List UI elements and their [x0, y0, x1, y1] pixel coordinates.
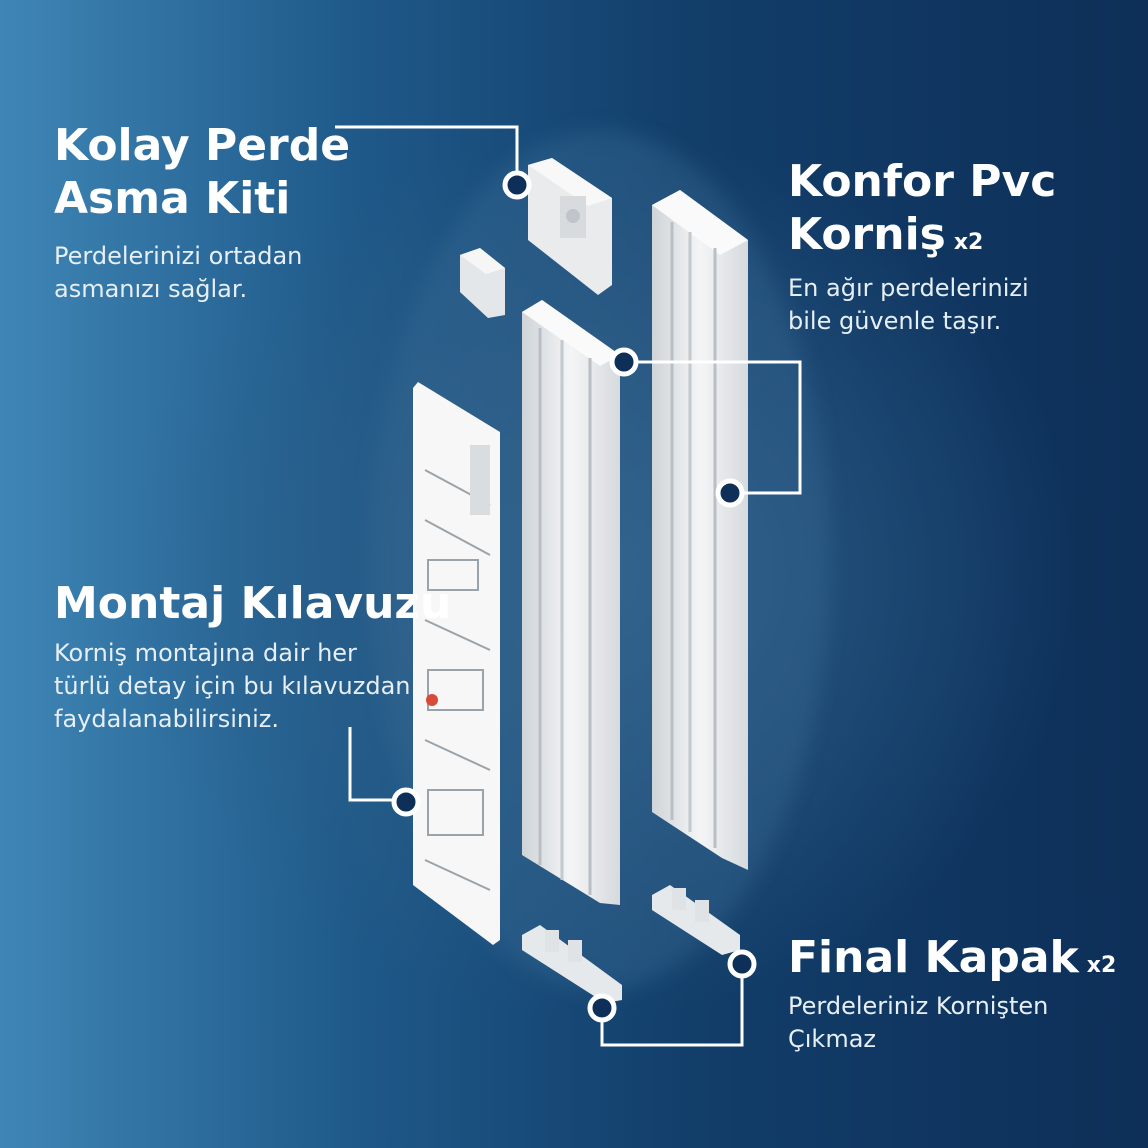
cap-desc-line1: Perdeleriniz Kornişten [788, 992, 1049, 1020]
rail-desc-line1: En ağır perdelerinizi [788, 274, 1029, 302]
guide-description: Korniş montajına dair her türlü detay iç… [54, 637, 411, 736]
guide-marker [391, 787, 421, 817]
cap-marker-right [727, 949, 757, 979]
kit-title: Kolay Perde Asma Kiti [54, 120, 350, 226]
cap-title: Final Kapak x2 [788, 932, 1116, 985]
guide-desc-line1: Korniş montajına dair her [54, 639, 357, 667]
callout-markers [391, 170, 757, 1023]
cap-quantity: x2 [1086, 953, 1117, 978]
cap-title-text: Final Kapak [788, 932, 1079, 983]
hanging-kit-clips [460, 158, 612, 318]
kit-desc-line2: asmanızı sağlar. [54, 275, 248, 303]
kit-desc-line1: Perdelerinizi ortadan [54, 242, 303, 270]
rail-description: En ağır perdelerinizi bile güvenle taşır… [788, 272, 1029, 338]
kit-title-line2: Asma Kiti [54, 172, 291, 224]
kit-marker [502, 170, 532, 200]
guide-desc-line2: türlü detay için bu kılavuzdan [54, 672, 411, 700]
rail-title-line2-wrap: Korniş x2 [788, 209, 1056, 262]
rail-title-line1: Konfor Pvc [788, 156, 1057, 207]
cap-marker-left [587, 993, 617, 1023]
rail-title-line2: Korniş [788, 208, 946, 260]
rail-title: Konfor Pvc Korniş x2 [788, 156, 1056, 262]
rail-quantity: x2 [953, 229, 984, 255]
pvc-rail-front [522, 300, 620, 905]
rail-desc-line2: bile güvenle taşır. [788, 307, 1002, 335]
kit-description: Perdelerinizi ortadan asmanızı sağlar. [54, 240, 302, 306]
cap-description: Perdeleriniz Kornişten Çıkmaz [788, 990, 1048, 1056]
connector-lines [335, 125, 802, 1047]
pvc-rail-back [652, 190, 748, 870]
guide-title-text: Montaj Kılavuzu [54, 578, 452, 629]
end-cap-pair [522, 885, 740, 1003]
assembly-guide-sheet [413, 382, 500, 945]
rail-marker-top [609, 347, 639, 377]
cap-desc-line2: Çıkmaz [788, 1025, 877, 1053]
kit-title-line1: Kolay Perde [54, 120, 351, 171]
guide-title: Montaj Kılavuzu [54, 578, 451, 631]
rail-marker-side [715, 478, 745, 508]
guide-desc-line3: faydalanabilirsiniz. [54, 705, 279, 733]
cap-title-wrap: Final Kapak x2 [788, 932, 1116, 985]
